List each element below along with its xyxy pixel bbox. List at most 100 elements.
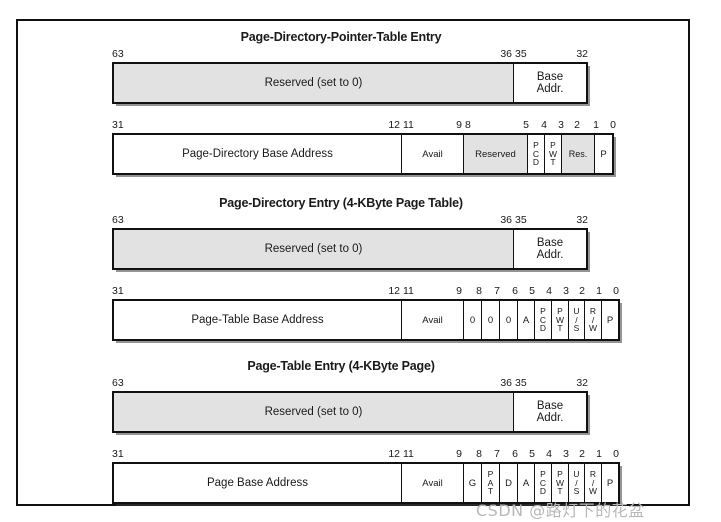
bit-field-label-line: Addr. bbox=[536, 412, 564, 424]
bit-field-label-char: W bbox=[548, 148, 558, 159]
bit-number: 8 bbox=[476, 285, 482, 297]
bit-field-label: 0 bbox=[505, 314, 512, 326]
bit-field-label: Avail bbox=[422, 477, 443, 489]
bit-field-label-char: R bbox=[589, 469, 597, 480]
bit-field-label-char: P bbox=[540, 469, 546, 480]
bit-field-label-char: A bbox=[487, 477, 494, 488]
bit-field-cell: R/W bbox=[585, 301, 602, 339]
bit-field-cell: Res. bbox=[562, 135, 595, 173]
bit-field-label: A bbox=[522, 314, 530, 326]
bit-number: 12 bbox=[388, 285, 400, 297]
bit-number: 1 bbox=[596, 448, 602, 460]
block-title: Page-Directory Entry (4-KByte Page Table… bbox=[219, 196, 463, 210]
bit-field-label: A bbox=[522, 477, 530, 489]
bit-field-cell: U/S bbox=[569, 301, 585, 339]
bit-field-label: Page-Directory Base Address bbox=[182, 148, 333, 160]
bit-number: 3 bbox=[563, 285, 569, 297]
bit-field-cell: A bbox=[518, 464, 535, 502]
bit-number: 0 bbox=[610, 119, 616, 131]
bit-field-cell: Avail bbox=[402, 464, 464, 502]
bit-field-label: Avail bbox=[422, 314, 443, 326]
bit-field-label-char: P bbox=[487, 469, 494, 480]
bit-field-cell: Page-Table Base Address bbox=[114, 301, 402, 339]
bit-number: 8 bbox=[476, 448, 482, 460]
bit-field-label: P bbox=[600, 148, 607, 160]
bit-number: 63 bbox=[112, 214, 124, 226]
bit-field-cell: R/W bbox=[585, 464, 602, 502]
bit-field-label-char: D bbox=[532, 157, 540, 168]
bit-number: 36 bbox=[500, 48, 512, 60]
bit-number: 32 bbox=[576, 214, 588, 226]
bit-field-cell: P bbox=[602, 301, 618, 339]
bit-field-label-char: D bbox=[539, 323, 547, 334]
csdn-watermark: CSDN @路灯下的花盆 bbox=[476, 501, 645, 520]
bit-field-label: 0 bbox=[469, 314, 476, 326]
bit-field-label-char: W bbox=[588, 323, 598, 334]
bit-field-label-stacked: R/W bbox=[589, 307, 597, 333]
bit-number: 11 bbox=[403, 285, 414, 297]
bit-field-label-char: C bbox=[532, 148, 540, 159]
bit-number: 4 bbox=[546, 448, 552, 460]
bit-field-label: P bbox=[606, 477, 614, 489]
bit-field-cell: P bbox=[595, 135, 612, 173]
bit-field-label-char: P bbox=[557, 306, 563, 317]
bit-field-label-line: Addr. bbox=[536, 83, 564, 95]
bit-field-cell: Reserved (set to 0) bbox=[114, 393, 514, 431]
bit-field-label-char: P bbox=[550, 140, 556, 151]
bit-field-label-char: U bbox=[573, 469, 580, 480]
bit-field-label-char: S bbox=[573, 486, 580, 497]
bit-number: 2 bbox=[579, 448, 585, 460]
bit-number: 31 bbox=[112, 119, 124, 131]
bit-number: 31 bbox=[112, 285, 124, 297]
bit-number: 63 bbox=[112, 48, 124, 60]
bit-number: 3 bbox=[558, 119, 564, 131]
bit-number: 2 bbox=[574, 119, 580, 131]
bit-field-label-char: C bbox=[539, 477, 547, 488]
bit-field-cell: Page Base Address bbox=[114, 464, 402, 502]
bit-number: 36 bbox=[500, 214, 512, 226]
bit-field-label-char: / bbox=[591, 314, 595, 325]
bit-number: 7 bbox=[494, 448, 500, 460]
bit-number: 6 bbox=[512, 285, 518, 297]
bit-field-cell: G bbox=[464, 464, 482, 502]
bit-number: 5 bbox=[529, 285, 535, 297]
bit-field-label-char: W bbox=[555, 314, 565, 325]
bit-field-cell: 0 bbox=[482, 301, 500, 339]
bit-field-label: P bbox=[606, 314, 614, 326]
bit-field-label: Avail bbox=[422, 148, 443, 160]
bit-number: 7 bbox=[494, 285, 500, 297]
bit-field-label-char: P bbox=[533, 140, 539, 151]
bit-field-cell: Avail bbox=[402, 301, 464, 339]
bit-field-label-char: / bbox=[575, 477, 578, 488]
bit-field-label-char: R bbox=[589, 306, 597, 317]
bit-field-label: 0 bbox=[487, 314, 494, 326]
bit-number: 4 bbox=[546, 285, 552, 297]
bit-number: 9 bbox=[456, 448, 462, 460]
bit-field-label-stacked: R/W bbox=[589, 470, 597, 496]
bit-number: 35 bbox=[515, 48, 527, 60]
bit-field-label-char: T bbox=[557, 486, 563, 497]
bit-field-cell: Reserved (set to 0) bbox=[114, 230, 514, 268]
bit-field-label: Page Base Address bbox=[206, 477, 308, 489]
bit-field-cell: Page-Directory Base Address bbox=[114, 135, 402, 173]
block-title: Page-Directory-Pointer-Table Entry bbox=[240, 30, 442, 44]
bit-field-cell: P bbox=[602, 464, 618, 502]
bit-field-label-char: U bbox=[573, 306, 580, 317]
bit-number: 11 bbox=[403, 448, 414, 460]
bit-field-label-char: S bbox=[573, 323, 580, 334]
